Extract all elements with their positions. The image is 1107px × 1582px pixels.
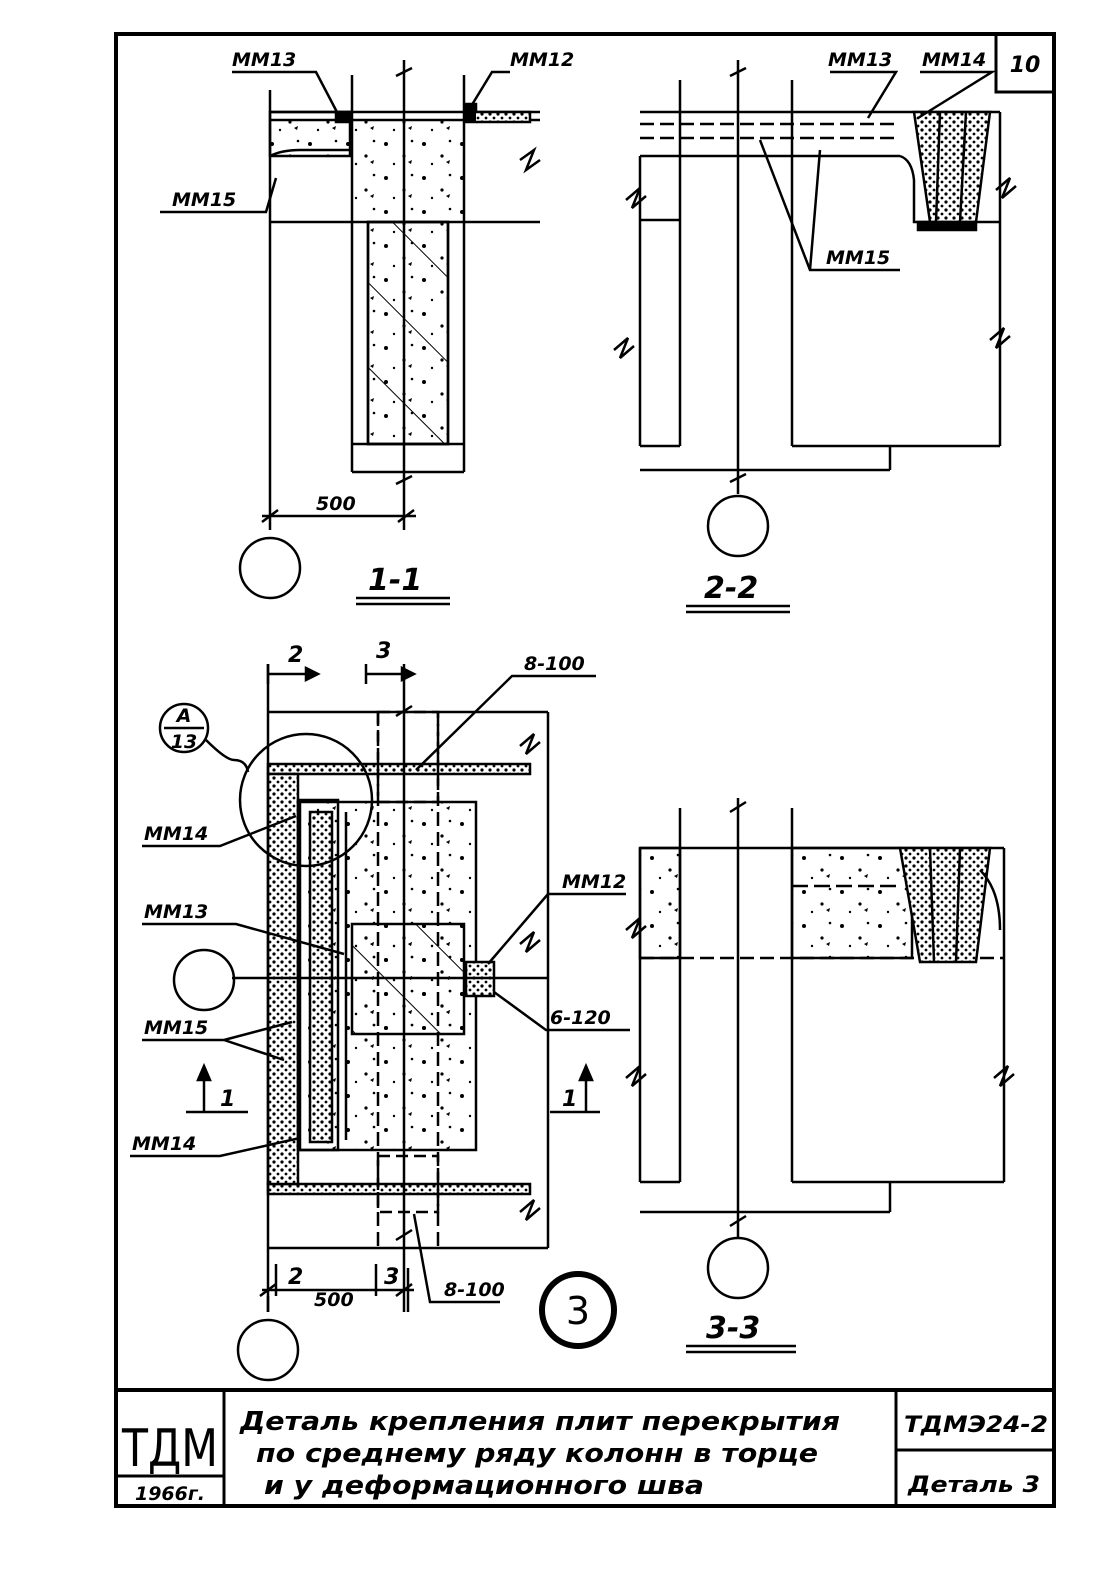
sheet-frame [114, 32, 1056, 1508]
label-2-2-mm15: ММ15 [826, 247, 890, 269]
label-plan-mm13: ММ13 [144, 901, 208, 923]
title-block-year: 1966г. [135, 1483, 205, 1505]
label-plan-mm12: ММ12 [562, 871, 626, 893]
label-plan-mm14-bottom: ММ14 [132, 1133, 196, 1155]
detail-number-badge [539, 1271, 617, 1349]
section-title-2-2: 2-2 [704, 571, 758, 606]
section-3-3 [625, 798, 1015, 1354]
cut-mark-3-top: 3 [376, 639, 391, 664]
detail-number: 3 [566, 1289, 590, 1333]
title-block [116, 1390, 1054, 1506]
title-block-document-code: ТДМЭ24-2 [904, 1413, 1048, 1438]
label-plan-mm14-top: ММ14 [144, 823, 208, 845]
section-1-1 [160, 60, 541, 606]
label-2-2-mm13: ММ13 [828, 49, 892, 71]
label-1-1-mm13: ММ13 [232, 49, 296, 71]
section-title-3-3: 3-3 [706, 1311, 760, 1346]
dimension-1-1: 500 [316, 493, 356, 515]
cut-mark-1-left: 1 [220, 1087, 235, 1112]
label-rebar-side: 6-120 [550, 1007, 611, 1029]
title-block-logo: ТДМ [121, 1419, 218, 1479]
plan-view [130, 664, 630, 1382]
label-1-1-mm15: ММ15 [172, 189, 236, 211]
section-2-2 [613, 60, 1017, 614]
dimension-plan: 500 [314, 1289, 354, 1311]
label-1-1-mm12: ММ12 [510, 49, 574, 71]
page-number: 10 [1010, 53, 1041, 78]
title-block-description-line1: Деталь крепления плит перекрытия [239, 1407, 840, 1437]
title-block-detail-label: Деталь 3 [907, 1473, 1040, 1498]
label-2-2-mm14: ММ14 [922, 49, 986, 71]
title-block-description-line2: по среднему ряду колонн в торце [256, 1439, 818, 1469]
label-rebar-top: 8-100 [524, 653, 585, 675]
cut-mark-1-right: 1 [562, 1087, 577, 1112]
callout-ref-bottom: 13 [171, 731, 197, 753]
section-title-1-1: 1-1 [368, 563, 422, 598]
cut-mark-2-top: 2 [288, 643, 303, 668]
label-rebar-bottom: 8-100 [444, 1279, 505, 1301]
title-block-description-line3: и у деформационного шва [264, 1471, 704, 1501]
cut-mark-3-bottom: 3 [384, 1265, 399, 1290]
callout-ref-top: А [175, 705, 192, 727]
cut-mark-2-bottom: 2 [288, 1265, 303, 1290]
label-plan-mm15: ММ15 [144, 1017, 208, 1039]
